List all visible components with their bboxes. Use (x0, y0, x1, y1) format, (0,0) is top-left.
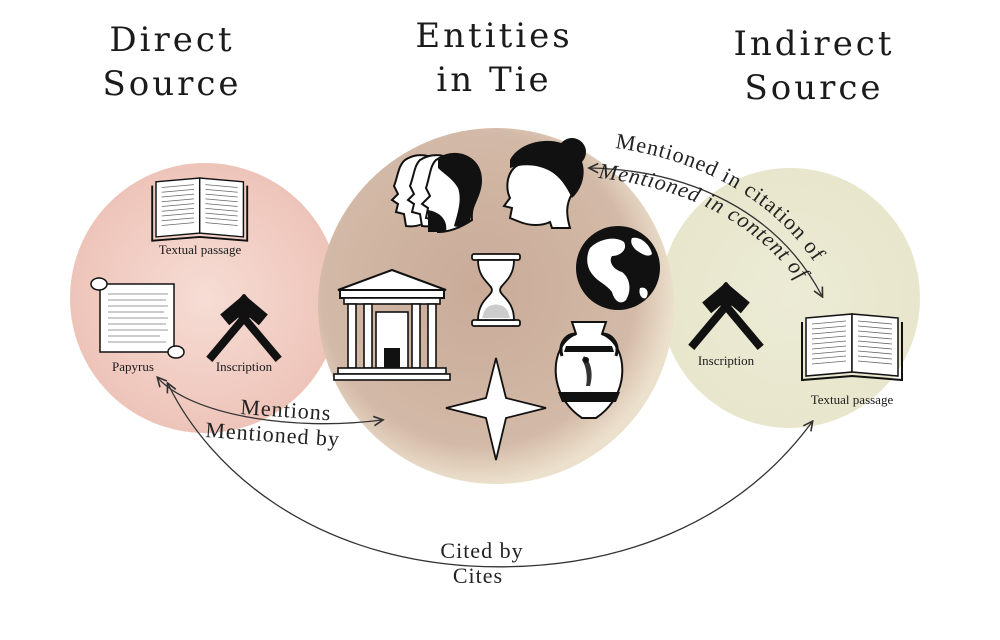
indirect-textual-passage-label: Textual passage (811, 392, 894, 407)
globe-icon (576, 226, 660, 310)
direct-inscription-label: Inscription (216, 359, 273, 374)
direct-source-title: Direct Source (52, 18, 292, 106)
indirect-source-title: Indirect Source (694, 22, 934, 110)
papyrus-scroll-icon (90, 277, 185, 359)
citation-arrow (590, 168, 822, 296)
book-icon (801, 313, 903, 381)
entities-title-line1: Entities (415, 16, 573, 56)
entities-title: Entities in Tie (374, 14, 614, 102)
amphora-icon (554, 321, 624, 419)
cites-label: Cites (453, 563, 503, 588)
indirect-inscription-label: Inscription (698, 353, 755, 368)
direct-source-circle (70, 163, 340, 433)
cites-arrow (168, 384, 812, 568)
indirect-source-title-line2: Source (744, 68, 884, 108)
direct-source-title-line1: Direct (109, 20, 235, 60)
indirect-source-title-line1: Indirect (733, 24, 895, 64)
book-icon (151, 177, 249, 242)
papyrus-label: Papyrus (112, 359, 154, 374)
entities-title-line2: in Tie (436, 60, 552, 100)
temple-icon (333, 268, 451, 381)
direct-textual-passage-label: Textual passage (159, 242, 242, 257)
people-profiles-icon (390, 152, 482, 234)
hourglass-icon (471, 253, 521, 327)
direct-source-title-line2: Source (102, 64, 242, 104)
woman-profile-icon (502, 138, 586, 229)
cited-by-label: Cited by (440, 538, 523, 563)
